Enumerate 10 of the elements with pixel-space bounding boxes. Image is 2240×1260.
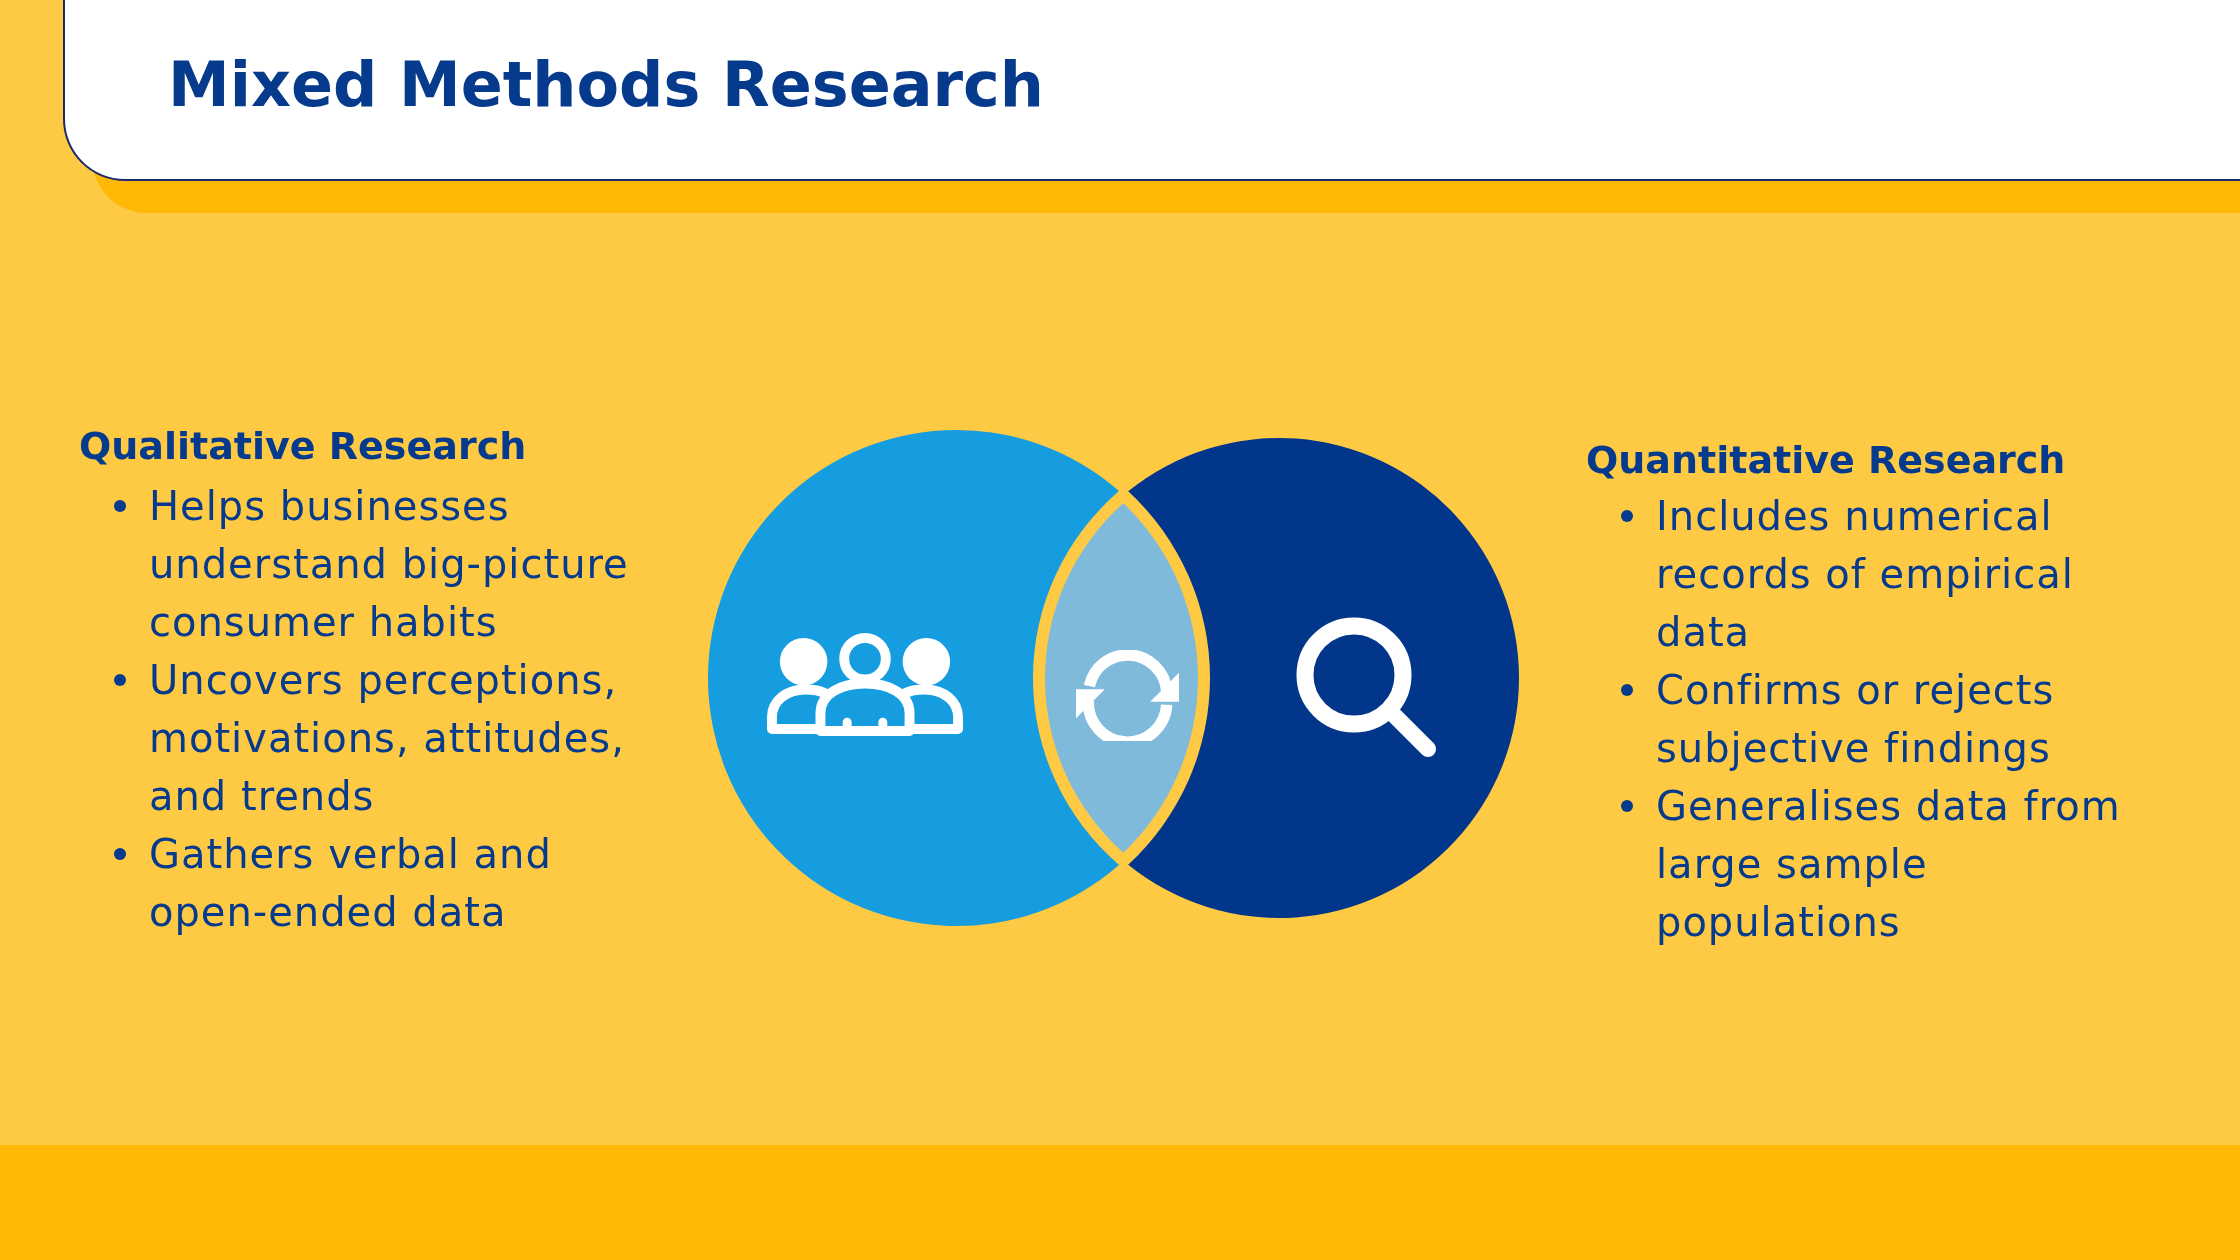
section-heading: Qualitative Research (79, 423, 527, 470)
section-heading: Quantitative Research (1586, 437, 2066, 484)
bullet-item: Includes numerical records of empirical data (1619, 487, 2146, 661)
bullet-item: Confirms or rejects subjective findings (1619, 661, 2146, 777)
bullet-item: Generalises data from large sample populations (1619, 777, 2146, 951)
bullet-item: Helps businesses understand big-picture consumer habits (112, 477, 669, 651)
bullet-item: Uncovers perceptions, motivations, attitudes, and trends (112, 651, 669, 825)
slide-title: Mixed Methods Research (168, 47, 1044, 123)
venn-overlap (1045, 503, 1198, 853)
bullet-item: Gathers verbal and open-ended data (112, 825, 669, 941)
